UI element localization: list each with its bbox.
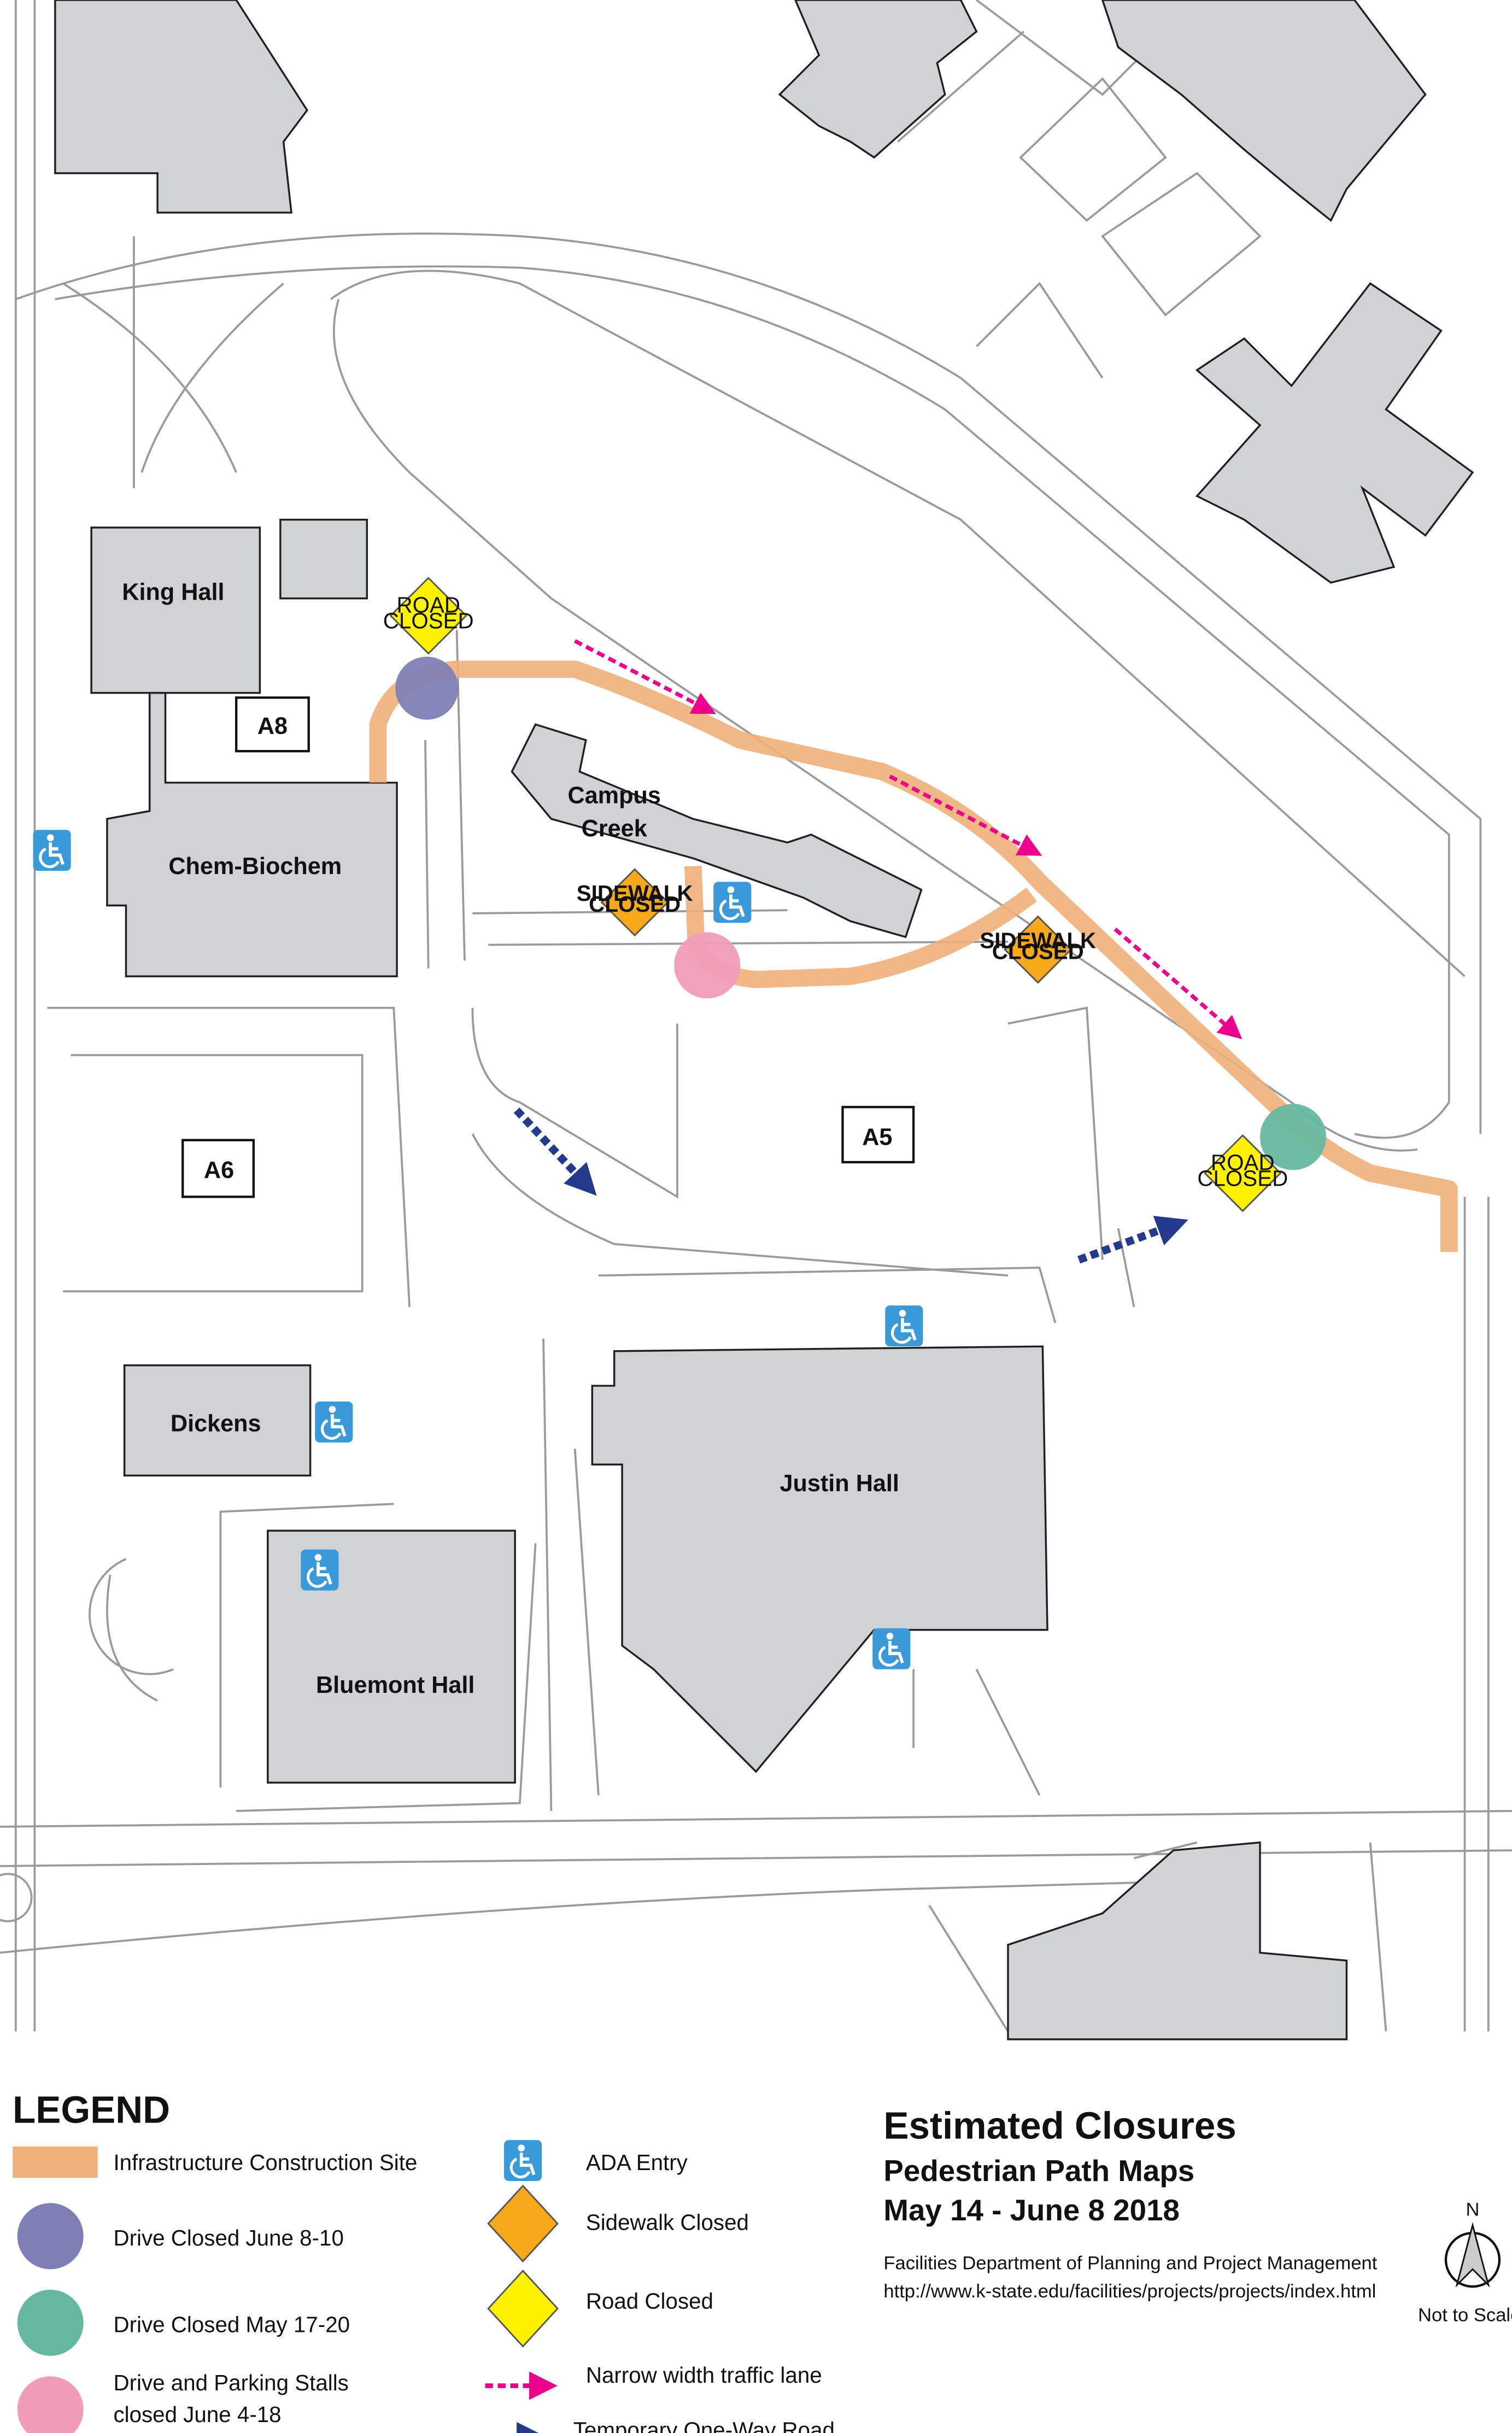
- ada-entry-icon: [504, 2140, 542, 2181]
- label-dickens: Dickens: [171, 1411, 261, 1437]
- svg-text:SIDEWALK: SIDEWALK: [980, 928, 1096, 953]
- ada-entry-icon: [713, 882, 751, 923]
- legend: LEGEND Infrastructure Construction Site …: [13, 2088, 835, 2433]
- building-annex: [279, 518, 368, 600]
- label-chem-biochem: Chem-Biochem: [168, 853, 342, 880]
- road-network: [0, 0, 1512, 2032]
- legend-label: Drive and Parking Stalls: [113, 2370, 348, 2395]
- ada-entry-icon: [33, 830, 71, 871]
- legend-label: closed June 4-18: [113, 2402, 281, 2427]
- drive-closed-june-8-10-marker: [395, 656, 459, 720]
- svg-text:CLOSED: CLOSED: [1197, 1165, 1288, 1191]
- building-campus-creek: [511, 723, 923, 939]
- parking-lot-a8: A8: [235, 696, 310, 753]
- svg-text:A6: A6: [204, 1157, 234, 1183]
- map-subtitle: Pedestrian Path Maps: [883, 2154, 1194, 2188]
- parking-lot-a5: A5: [841, 1106, 915, 1164]
- legend-title: LEGEND: [13, 2088, 170, 2131]
- legend-label: Drive Closed May 17-20: [113, 2312, 350, 2337]
- department-name: Facilities Department of Planning and Pr…: [883, 2253, 1377, 2273]
- drive-closed-may-17-20-marker: [1260, 1104, 1327, 1170]
- label-king-hall: King Hall: [122, 579, 224, 606]
- svg-text:A8: A8: [257, 713, 288, 740]
- label-bluemont-hall: Bluemont Hall: [316, 1672, 474, 1698]
- legend-label: Drive Closed June 8-10: [113, 2225, 343, 2250]
- ada-entry-icon: [301, 1550, 338, 1591]
- legend-label: Road Closed: [586, 2288, 713, 2313]
- map-title: Estimated Closures: [883, 2104, 1236, 2147]
- legend-label: Sidewalk Closed: [586, 2209, 749, 2235]
- svg-text:A5: A5: [862, 1124, 892, 1150]
- svg-text:CLOSED: CLOSED: [589, 892, 681, 917]
- svg-text:ROAD: ROAD: [396, 593, 460, 618]
- ada-entry-icon: [885, 1305, 923, 1346]
- road-closed-icon: [487, 2270, 559, 2348]
- scale-note: Not to Scale: [1418, 2305, 1512, 2325]
- building-justin-hall: [591, 1345, 1048, 1773]
- building-north-1: [778, 0, 978, 159]
- sidewalk-closed-sign: SIDEWALK CLOSED: [577, 868, 693, 937]
- drive-parking-closed-marker: [674, 932, 741, 999]
- label-campus-creek: Campus: [567, 782, 660, 808]
- building-chem-biochem: [106, 691, 398, 977]
- building-north-2: [1101, 0, 1427, 222]
- buildings: [54, 0, 1474, 2041]
- parking-lot-a6: A6: [181, 1139, 255, 1198]
- sidewalk-closed-icon: [487, 2184, 559, 2263]
- legend-label: Temporary One-Way Road: [573, 2418, 835, 2433]
- legend-label: Narrow width traffic lane: [586, 2362, 822, 2388]
- north-arrow-icon: [1444, 2222, 1501, 2288]
- building-dickens: [123, 1364, 312, 1477]
- map-info: Estimated Closures Pedestrian Path Maps …: [883, 2104, 1512, 2325]
- legend-label: Infrastructure Construction Site: [113, 2150, 417, 2175]
- building-northwest: [54, 0, 308, 214]
- svg-text:SIDEWALK: SIDEWALK: [577, 881, 693, 906]
- building-southeast: [1007, 1841, 1348, 2041]
- legend-label: ADA Entry: [586, 2150, 688, 2175]
- svg-text:ROAD: ROAD: [1211, 1150, 1275, 1175]
- svg-text:CLOSED: CLOSED: [992, 939, 1084, 964]
- road-closed-sign: ROAD CLOSED: [1197, 1134, 1288, 1212]
- building-king-hall: [90, 526, 261, 694]
- sidewalk-closed-sign: SIDEWALK CLOSED: [980, 915, 1096, 984]
- ada-entry-icon: [315, 1402, 353, 1443]
- one-way-road-arrows: [513, 1107, 1188, 1264]
- label-campus-creek: Creek: [582, 816, 648, 842]
- label-justin-hall: Justin Hall: [780, 1470, 899, 1497]
- narrow-lane-arrows: [573, 639, 1243, 1040]
- svg-text:CLOSED: CLOSED: [383, 608, 474, 633]
- road-closed-sign: ROAD CLOSED: [383, 577, 474, 655]
- ada-entry-icon: [872, 1628, 910, 1669]
- north-label: N: [1466, 2199, 1479, 2220]
- building-cross: [1195, 282, 1474, 584]
- department-url: http://www.k-state.edu/facilities/projec…: [883, 2281, 1376, 2302]
- map-dates: May 14 - June 8 2018: [883, 2193, 1180, 2227]
